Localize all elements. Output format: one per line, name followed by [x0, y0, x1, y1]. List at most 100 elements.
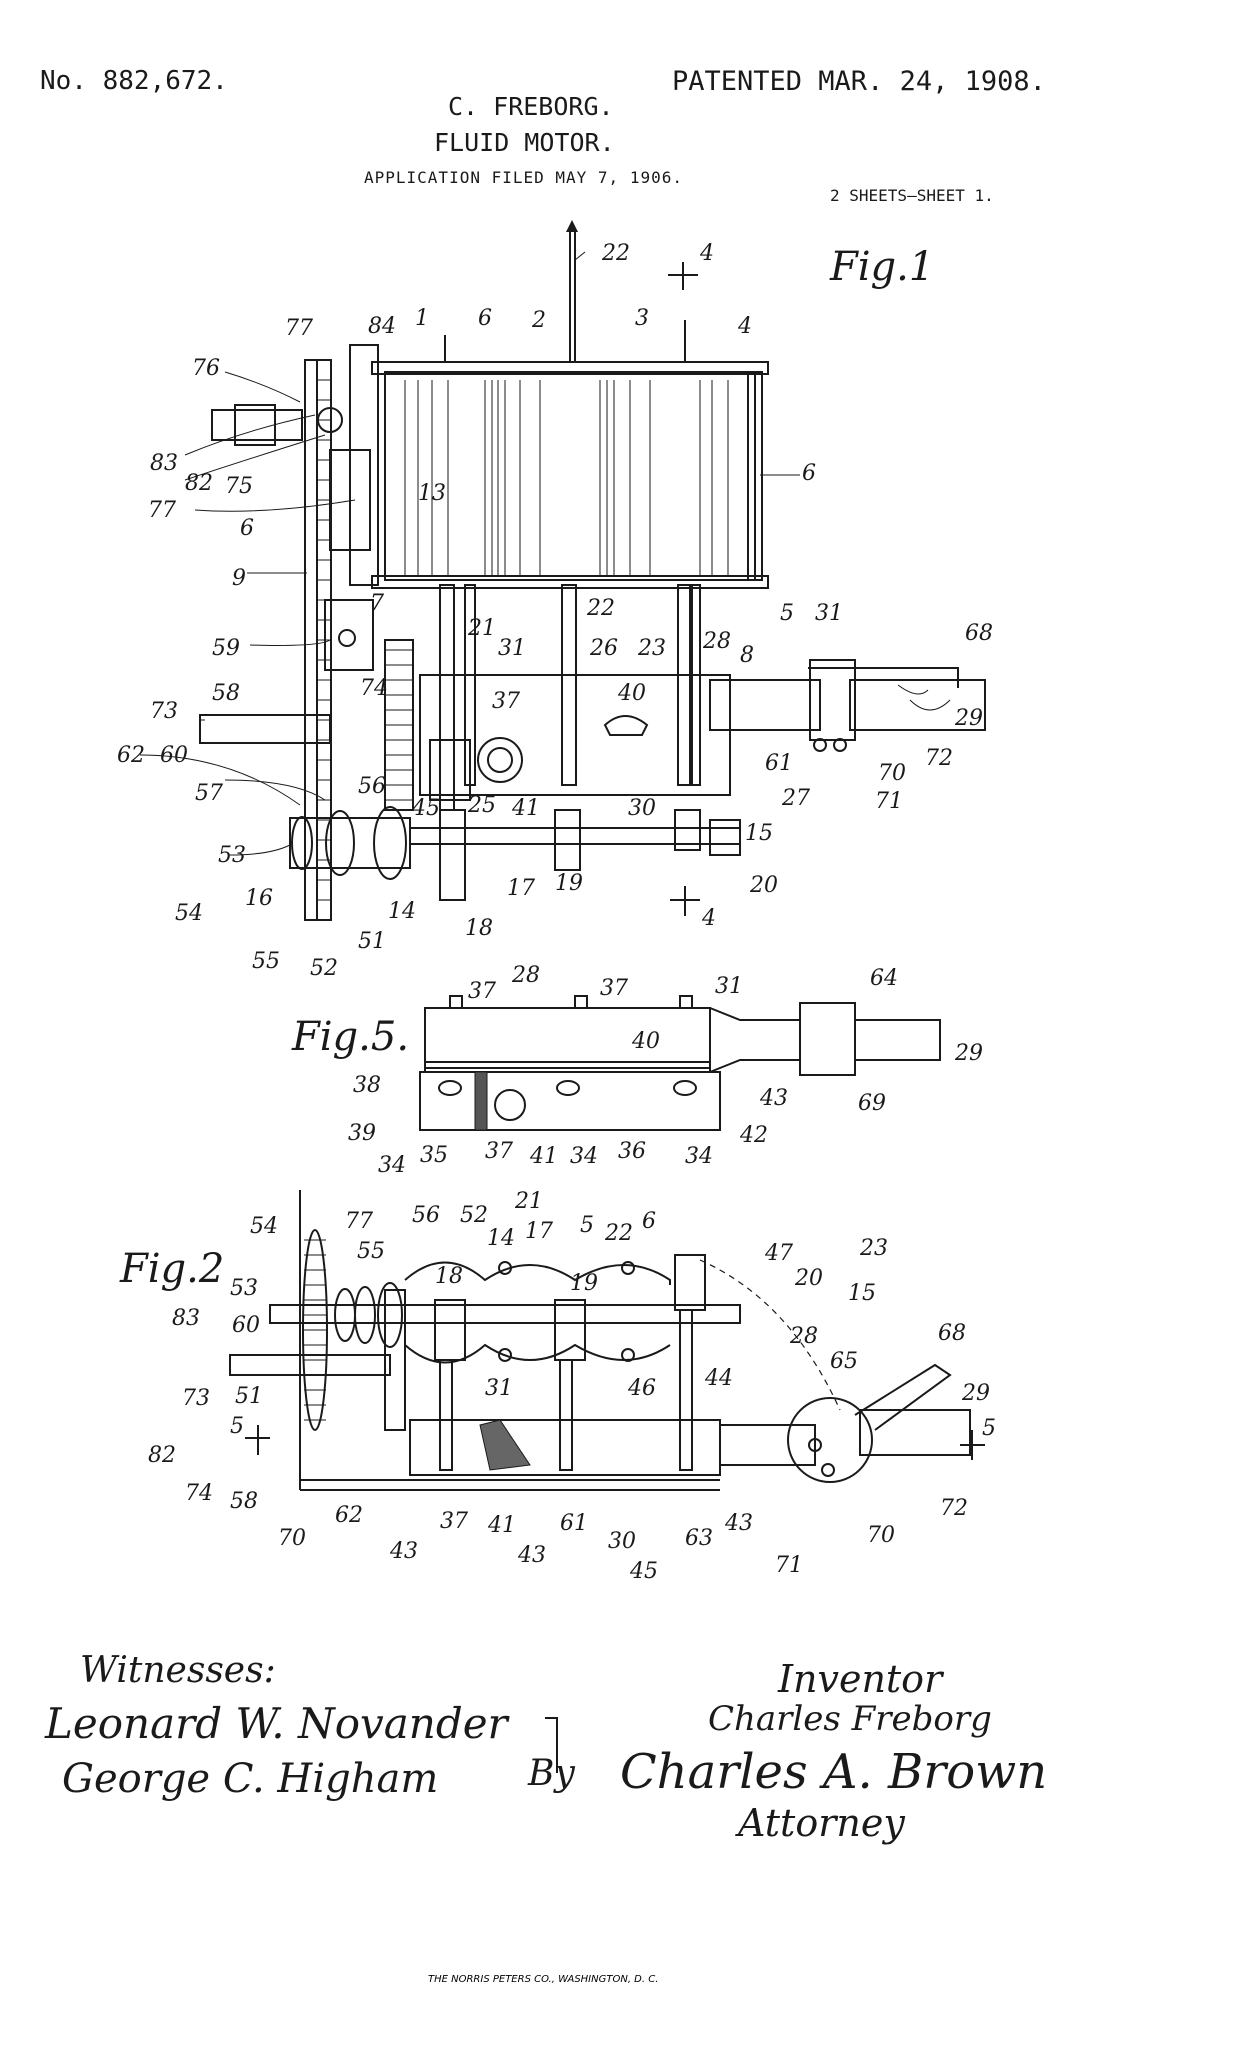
fig2-label: 18 — [435, 1264, 463, 1289]
fig2-label: 77 — [345, 1209, 373, 1234]
fig1-label: 6 — [240, 516, 254, 541]
fig2-label: 22 — [604, 1221, 633, 1246]
fig2-label: 23 — [859, 1236, 888, 1261]
fig1-label: 30 — [628, 796, 656, 821]
fig5-label: 34 — [378, 1153, 406, 1178]
fig5-label: 36 — [618, 1139, 646, 1164]
fig2-label: 30 — [608, 1529, 636, 1554]
fig2-label: 45 — [629, 1559, 658, 1584]
fig2-label: 29 — [961, 1381, 990, 1406]
fig2-label: 65 — [830, 1349, 858, 1374]
fig1-label: 19 — [555, 871, 583, 896]
fig5-label: 38 — [353, 1073, 381, 1098]
fig2-label: 74 — [185, 1481, 213, 1506]
fig1-title: Fig.1 — [829, 244, 934, 290]
fig2-label: 51 — [235, 1384, 263, 1409]
fig5-label: 29 — [954, 1041, 983, 1066]
fig2-label: 82 — [148, 1443, 176, 1468]
inventor-surname: C. FREBORG. — [448, 92, 614, 121]
fig1-label: 9 — [232, 566, 246, 591]
fig2-label: 41 — [487, 1513, 516, 1538]
inventor-label: Inventor — [777, 1657, 945, 1701]
by-label: By — [527, 1753, 575, 1794]
fig1-label: 70 — [878, 761, 906, 786]
patent-date: PATENTED MAR. 24, 1908. — [672, 66, 1046, 97]
fig2-label: 55 — [357, 1239, 385, 1264]
fig1-label: 59 — [212, 636, 240, 661]
fig5-label: 64 — [870, 966, 898, 991]
fig1-label: 4 — [737, 314, 752, 339]
fig2-label: 68 — [938, 1321, 966, 1346]
fig2-label: 17 — [525, 1219, 553, 1244]
fig1-label: 61 — [765, 751, 793, 776]
fig5-label: 37 — [485, 1139, 513, 1164]
witnesses-label: Witnesses: — [80, 1650, 276, 1691]
fig1-label: 74 — [360, 676, 388, 701]
fig1-label: 56 — [358, 774, 386, 799]
fig2-label: 71 — [775, 1553, 803, 1578]
fig2-reference-labels: 54 77 55 56 52 21 14 17 5 22 6 53 18 19 … — [148, 1189, 996, 1584]
fig5-label: 34 — [570, 1144, 598, 1169]
fig2-label: 62 — [335, 1503, 363, 1528]
fig5-label: 37 — [600, 976, 628, 1001]
fig1-label: 6 — [478, 306, 492, 331]
fig2-label: 37 — [440, 1509, 468, 1534]
fig1-label: 20 — [749, 873, 778, 898]
fig1-label: 3 — [635, 306, 649, 331]
inventor-signature: Charles Freborg — [708, 1699, 992, 1739]
fig2-label: 19 — [570, 1271, 598, 1296]
fig1-label: 2 — [531, 308, 546, 333]
fig1-label: 71 — [875, 789, 903, 814]
signature-block: Witnesses: Leonard W. Novander George C.… — [44, 1650, 1047, 1845]
fig1-label: 45 — [411, 796, 440, 821]
fig5-label: 41 — [529, 1144, 558, 1169]
fig1-label: 82 — [185, 471, 213, 496]
fig1-label: 41 — [511, 796, 540, 821]
fig1-label: 58 — [212, 681, 240, 706]
fig5-label: 40 — [631, 1029, 660, 1054]
patent-number: No. 882,672. — [40, 66, 228, 96]
fig1-label: 4 — [699, 241, 714, 266]
fig2-label: 43 — [517, 1543, 546, 1568]
fig1-label: 31 — [815, 601, 843, 626]
fig1-label: 21 — [467, 616, 496, 641]
fig1-label: 26 — [589, 636, 618, 661]
fig2-label: 5 — [982, 1416, 996, 1441]
fig2-label: 21 — [514, 1189, 543, 1214]
fig5-label: 31 — [715, 974, 743, 999]
printer-credit: THE NORRIS PETERS CO., WASHINGTON, D. C. — [428, 1974, 658, 1985]
fig1-label: 75 — [225, 474, 253, 499]
fig2-label: 60 — [232, 1313, 260, 1338]
witness-2-signature: George C. Higham — [62, 1756, 438, 1802]
fig1-reference-labels: 22 4 77 84 1 6 2 3 4 76 83 82 75 77 6 13… — [117, 241, 993, 981]
fig1-label: 1 — [415, 306, 429, 331]
fig2-label: 73 — [182, 1386, 210, 1411]
fig1-label: 22 — [601, 241, 630, 266]
fig2-label: 56 — [412, 1203, 440, 1228]
fig1-label: 5 — [780, 601, 794, 626]
fig1-label: 37 — [492, 689, 520, 714]
figure-1: Fig.1 — [117, 220, 993, 981]
fig1-label: 17 — [507, 876, 535, 901]
fig2-label: 6 — [642, 1209, 656, 1234]
sheet-count: 2 SHEETS—SHEET 1. — [830, 186, 994, 205]
fig2-label: 58 — [230, 1489, 258, 1514]
fig2-label: 53 — [230, 1276, 258, 1301]
fig1-label: 73 — [150, 699, 178, 724]
fig2-label: 61 — [560, 1511, 588, 1536]
attorney-label: Attorney — [735, 1801, 905, 1845]
fig5-label: 28 — [511, 963, 540, 988]
fig1-label: 60 — [160, 743, 188, 768]
fig1-label: 25 — [467, 793, 496, 818]
fig2-label: 28 — [789, 1324, 818, 1349]
fig2-label: 31 — [485, 1376, 513, 1401]
fig1-label: 54 — [175, 901, 203, 926]
fig1-label: 27 — [781, 786, 810, 811]
patent-title: FLUID MOTOR. — [434, 128, 615, 157]
fig5-title: Fig.5. — [291, 1014, 409, 1060]
fig2-label: 83 — [172, 1306, 200, 1331]
fig5-reference-labels: 37 28 37 31 64 40 29 38 43 69 39 42 34 3… — [348, 963, 983, 1178]
fig1-label: 76 — [192, 356, 220, 381]
fig2-label: 47 — [764, 1241, 793, 1266]
